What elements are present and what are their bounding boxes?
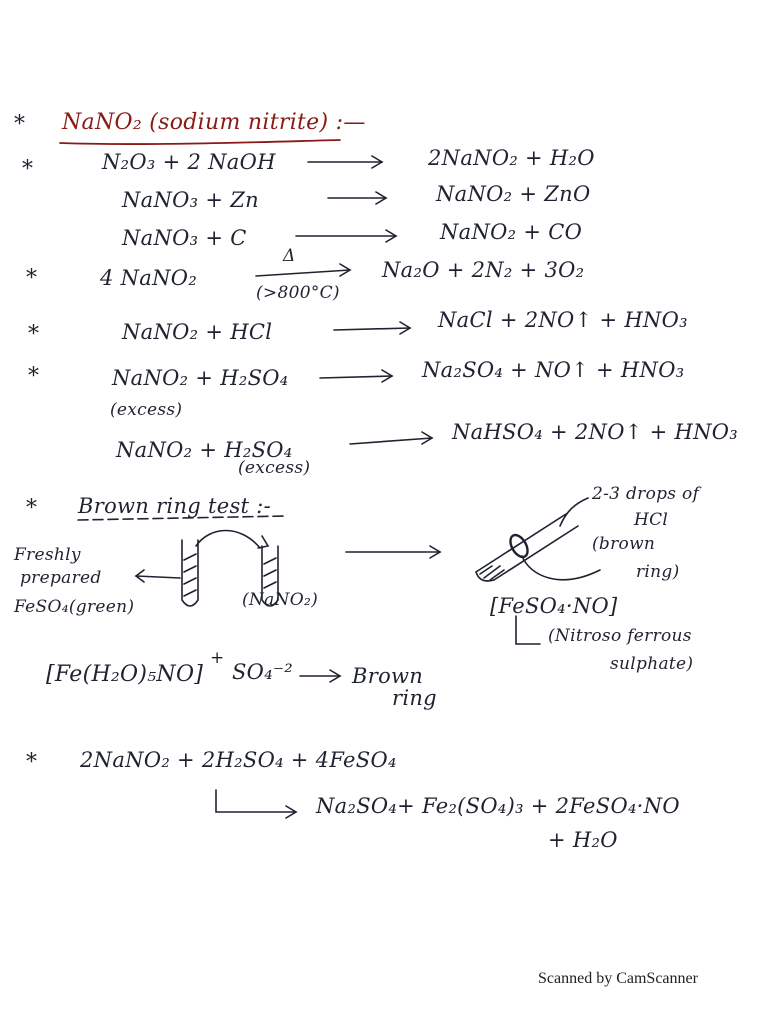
test-tube-1 <box>181 539 199 607</box>
arrow-reaction-6 <box>319 369 394 383</box>
reaction-3-lhs: NaNO₃ + C <box>122 226 247 250</box>
arrow-reaction-7 <box>349 431 434 445</box>
product-name-bracket <box>515 615 541 645</box>
reaction-7-lhs-note: (excess) <box>238 458 311 478</box>
tube2-label: (NaNO₂) <box>242 590 319 610</box>
ring-label-line2: ring) <box>636 562 680 582</box>
page-title: NaNO₂ (sodium nitrite) :— <box>62 110 366 135</box>
arrow-brown-ring <box>345 545 442 559</box>
complex-charge: + <box>210 648 225 668</box>
brown-ring-product: [FeSO₄·NO] <box>490 594 618 618</box>
drops-label-line2: HCl <box>634 510 669 530</box>
bullet-reaction-4: * <box>26 266 37 291</box>
tube1-label-line2: prepared <box>20 568 102 588</box>
arrow-reaction-1 <box>307 155 384 169</box>
tube1-label-line1: Freshly <box>14 545 81 565</box>
complex-result-line2: ring <box>392 686 437 710</box>
reaction-4-rhs: Na₂O + 2N₂ + 3O₂ <box>382 258 585 282</box>
test-tube-2 <box>261 545 279 607</box>
reaction-5-lhs: NaNO₂ + HCl <box>122 320 273 344</box>
arrow-reaction-4 <box>255 263 352 277</box>
ring-arrow <box>521 555 601 581</box>
reaction-7-rhs: NaHSO₄ + 2NO↑ + HNO₃ <box>452 420 738 444</box>
complex-formula: [Fe(H₂O)₅NO] <box>46 662 204 687</box>
product-name-line2: sulphate) <box>610 654 694 674</box>
arrow-to-tube1-label <box>134 569 181 583</box>
reaction-5-rhs: NaCl + 2NO↑ + HNO₃ <box>438 308 688 332</box>
scanner-watermark: Scanned by CamScanner <box>538 970 698 987</box>
pour-arrow <box>195 529 261 549</box>
reaction-1-rhs: 2NaNO₂ + H₂O <box>428 146 595 170</box>
reaction-6-lhs-note: (excess) <box>110 400 183 420</box>
arrow-reaction-2 <box>327 191 388 205</box>
arrow-complex <box>299 669 342 683</box>
complex-anion: SO₄⁻² <box>232 660 294 684</box>
reaction-4-lhs: 4 NaNO₂ <box>100 266 198 290</box>
final-reaction-rhs-line2: + H₂O <box>548 828 618 852</box>
reaction-4-condition-top: Δ <box>283 246 296 266</box>
final-reaction-bracket <box>215 789 297 813</box>
drops-label-line1: 2-3 drops of <box>592 484 700 504</box>
final-reaction-lhs: 2NaNO₂ + 2H₂SO₄ + 4FeSO₄ <box>80 748 397 772</box>
brown-ring-heading-underline <box>77 515 287 521</box>
drops-arrow <box>559 497 589 527</box>
tilted-test-tube <box>475 513 579 582</box>
bullet-heading: * <box>14 112 25 137</box>
reaction-6-rhs: Na₂SO₄ + NO↑ + HNO₃ <box>422 358 685 382</box>
reaction-3-rhs: NaNO₂ + CO <box>440 220 583 244</box>
tube2-pour-head <box>257 535 270 549</box>
reaction-1-lhs: N₂O₃ + 2 NaOH <box>102 150 276 174</box>
bullet-reaction-5: * <box>28 322 39 347</box>
final-reaction-rhs-line1: Na₂SO₄+ Fe₂(SO₄)₃ + 2FeSO₄·NO <box>316 794 680 818</box>
tube1-label-line3: FeSO₄(green) <box>14 597 135 617</box>
product-name-line1: (Nitroso ferrous <box>548 626 692 646</box>
brown-ring-heading: Brown ring test :- <box>78 494 272 518</box>
reaction-4-condition-bottom: (>800°C) <box>256 283 340 303</box>
bullet-reaction-1: * <box>22 157 33 182</box>
arrow-reaction-3 <box>295 229 398 243</box>
complex-result-line1: Brown <box>352 664 424 688</box>
ring-label-line1: (brown <box>592 534 656 554</box>
arrow-reaction-5 <box>333 321 412 335</box>
reaction-2-lhs: NaNO₃ + Zn <box>122 188 259 212</box>
reaction-7-lhs: NaNO₂ + H₂SO₄ <box>116 438 293 462</box>
reaction-6-lhs: NaNO₂ + H₂SO₄ <box>112 366 289 390</box>
bullet-brown-ring: * <box>26 496 37 521</box>
title-underline <box>59 139 341 145</box>
bullet-reaction-6: * <box>28 364 39 389</box>
bullet-final-reaction: * <box>26 750 37 775</box>
reaction-2-rhs: NaNO₂ + ZnO <box>436 182 591 206</box>
